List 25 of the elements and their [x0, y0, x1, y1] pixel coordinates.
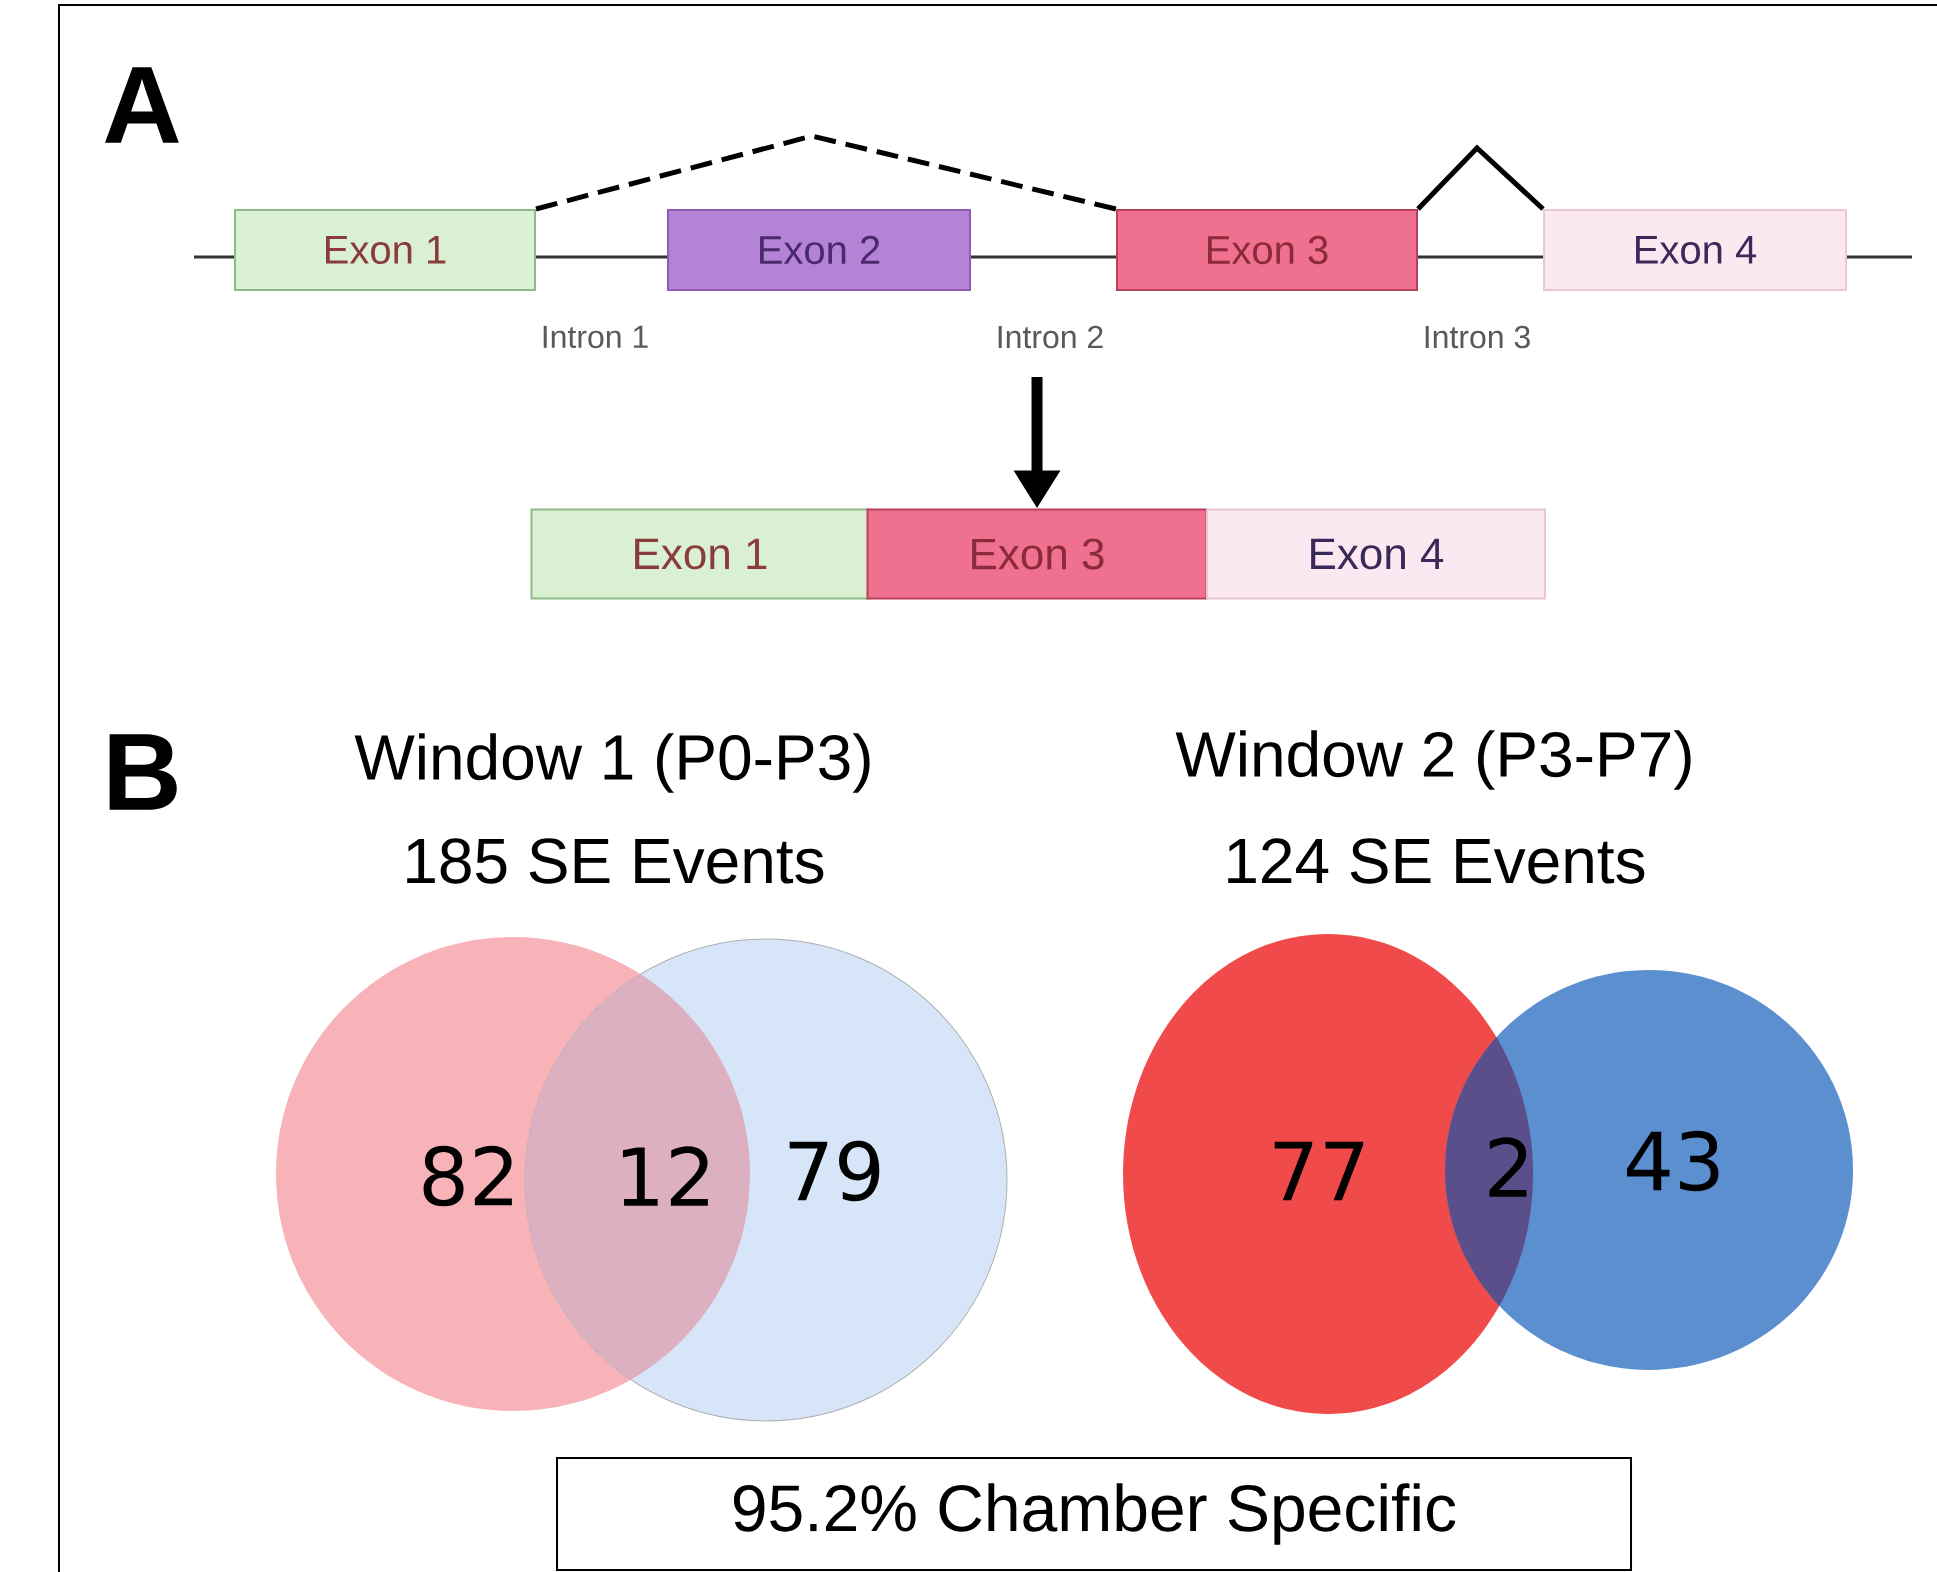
exon-box: Exon 3 — [866, 508, 1208, 600]
venn-title: Window 1 (P0-P3) — [354, 733, 870, 793]
exon-box: Exon 3 — [1116, 209, 1418, 291]
exon-box: Exon 4 — [1543, 209, 1848, 291]
exon-box: Exon 4 — [1206, 508, 1546, 600]
splice-line — [1416, 144, 1545, 211]
exon-box: Exon 1 — [530, 508, 870, 600]
count-label: 77 — [1274, 1141, 1364, 1201]
count-label: 82 — [423, 1145, 512, 1207]
count-label: 79 — [789, 1140, 880, 1202]
venn-title: 124 SE Events — [1228, 838, 1645, 884]
exon-box: Exon 2 — [667, 209, 971, 291]
panel-letter: B — [109, 734, 177, 810]
intron-label: Intron 3 — [1425, 325, 1530, 349]
note-box: 95.2% Chamber Specific — [556, 1457, 1632, 1571]
venn-title: 185 SE Events — [407, 838, 824, 884]
count-label: 2 — [1489, 1137, 1527, 1197]
count-label: 12 — [622, 1146, 708, 1206]
exon-box: Exon 1 — [234, 209, 536, 291]
intron-label: Intron 2 — [998, 325, 1103, 349]
splice-line — [535, 133, 1117, 212]
intron-label: Intron 1 — [543, 325, 648, 349]
count-label: 43 — [1627, 1130, 1719, 1192]
venn-title: Window 2 (P3-P7) — [1175, 730, 1691, 790]
panel-letter: A — [105, 67, 179, 143]
